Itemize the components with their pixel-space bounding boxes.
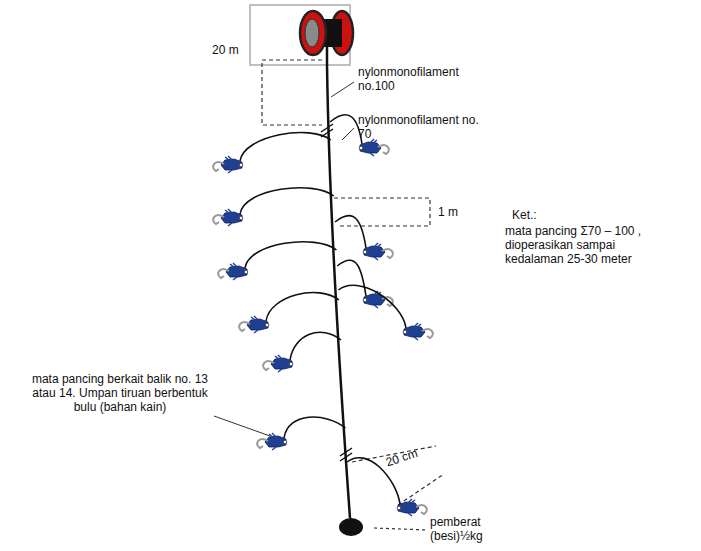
lure-hook xyxy=(263,355,293,372)
lure-hook xyxy=(239,316,269,333)
annotation-label: mata pancing Σ70 – 100 , dioperasikan sa… xyxy=(505,224,645,266)
annotation-label: nylonmonofilament no. 70 xyxy=(358,113,480,141)
branch-line xyxy=(266,293,339,321)
annotation-label: pemberat (besi)½kg xyxy=(430,515,518,543)
sinker xyxy=(339,518,363,536)
branch-line xyxy=(240,133,331,161)
reel-hub xyxy=(305,19,319,47)
branch-lines xyxy=(213,115,433,516)
annotation-label: mata pancing berkait balik no. 13 atau 1… xyxy=(28,372,212,414)
lure-hook xyxy=(257,433,287,450)
annotation-label: 1 m xyxy=(438,205,458,219)
leader-line xyxy=(374,528,427,530)
lure-hook xyxy=(403,323,433,340)
lure-hook xyxy=(363,243,393,260)
main-line xyxy=(327,47,350,518)
annotation-label: nylonmonofilament no.100 xyxy=(358,65,480,93)
branch-line xyxy=(290,332,341,360)
lure-hook xyxy=(397,499,427,516)
reel-rim xyxy=(300,11,326,55)
branch-line xyxy=(338,285,406,328)
leader-line xyxy=(214,416,270,436)
branch-line xyxy=(330,115,362,144)
branch-line xyxy=(337,260,366,296)
dimension-bracket xyxy=(334,198,430,226)
lure-hook xyxy=(218,263,248,280)
lure-hook xyxy=(213,156,243,173)
branch-line xyxy=(245,242,336,268)
annotation-label: 20 m xyxy=(212,43,239,57)
branch-line xyxy=(284,417,346,438)
lure-hook xyxy=(213,209,243,226)
branch-line xyxy=(240,188,334,214)
annotation-label: 20 cm xyxy=(384,446,419,469)
leader-line xyxy=(331,82,354,97)
branch-line xyxy=(335,216,366,248)
dimension-bracket xyxy=(262,60,322,125)
break-mark xyxy=(340,448,352,461)
lure-hook xyxy=(359,139,389,156)
annotation-label: Ket.: xyxy=(512,208,537,222)
leader-line xyxy=(342,128,354,140)
